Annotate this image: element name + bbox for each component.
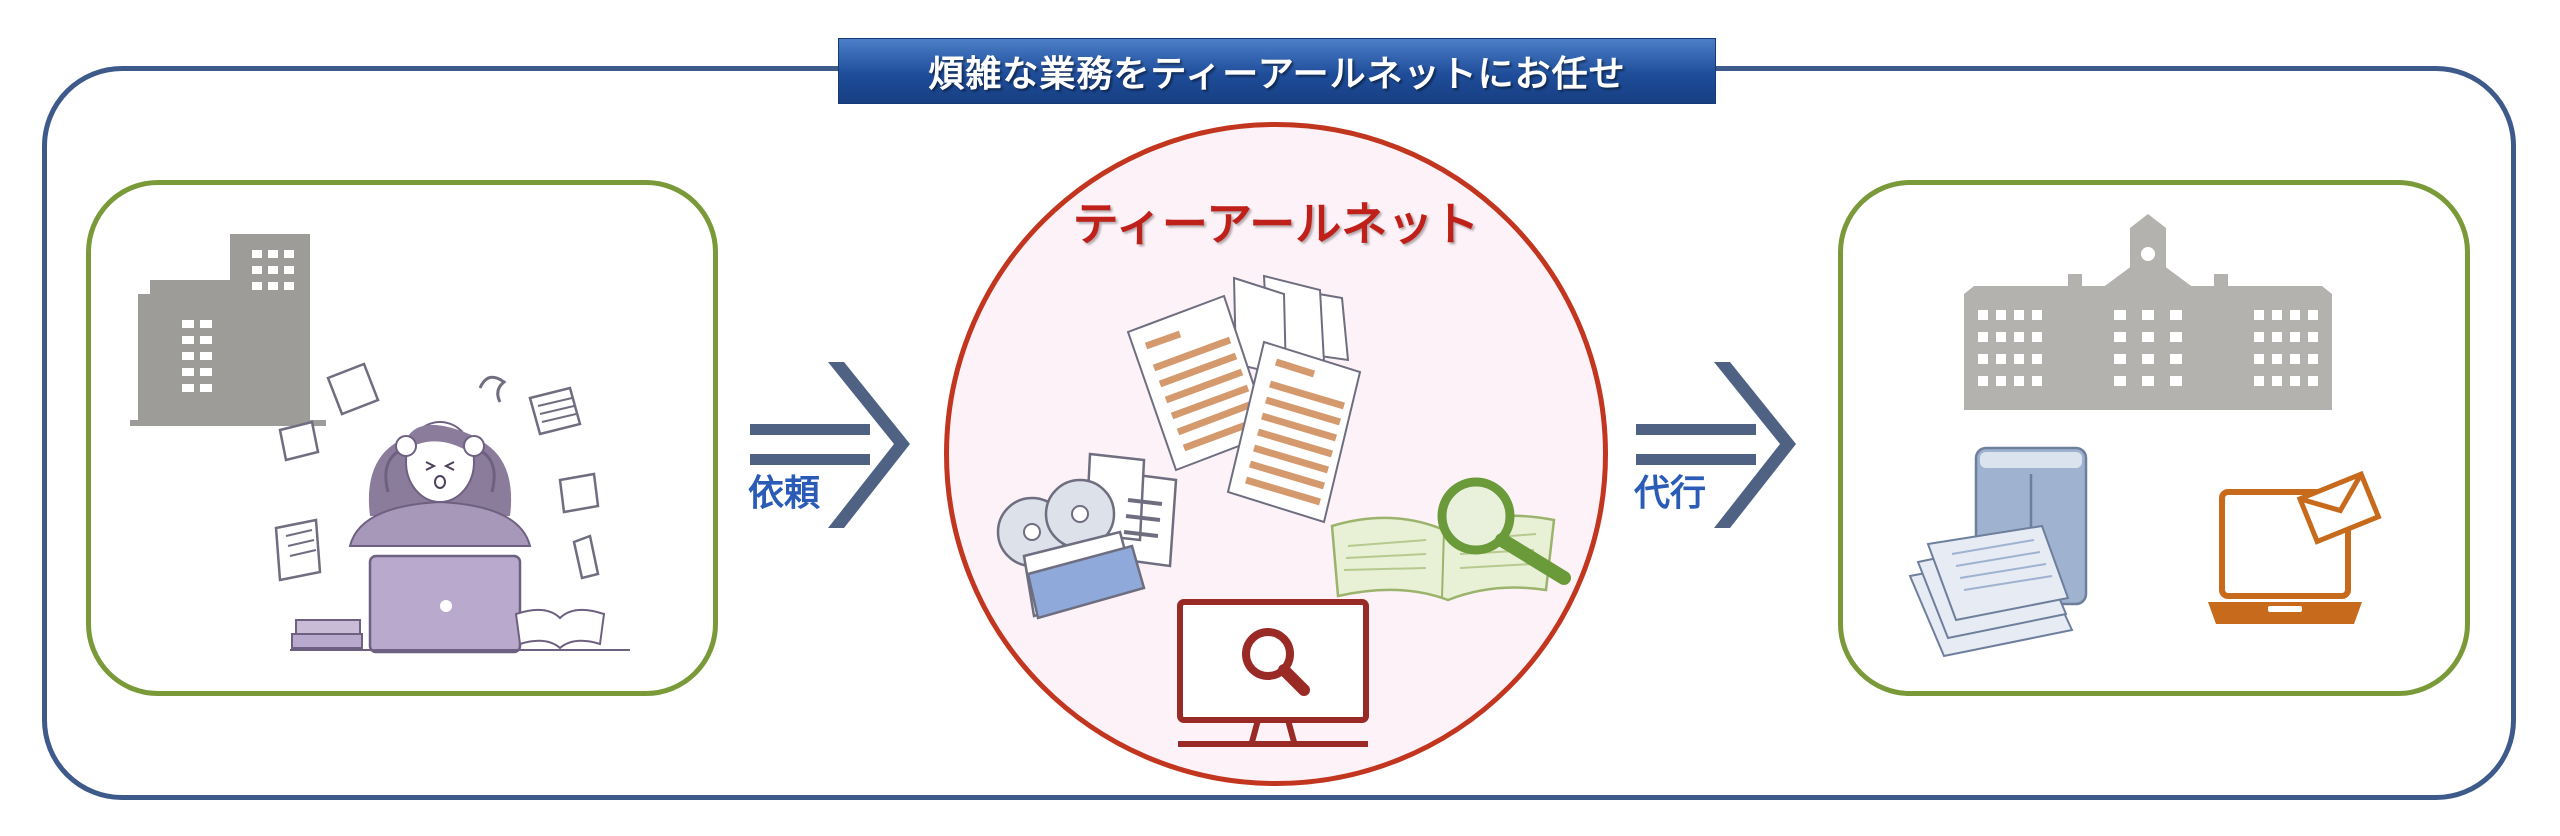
flying-papers-icon — [274, 362, 600, 582]
proxy-label: 代行 — [1634, 473, 1707, 514]
request-label: 依頼 — [748, 473, 821, 514]
service-title: ティーアールネット — [1072, 197, 1480, 251]
laptop-email-icon — [2208, 470, 2382, 624]
office-building-icon — [130, 234, 326, 426]
book-magnifier-icon — [1330, 477, 1571, 602]
request-arrow-icon — [750, 362, 910, 528]
cd-folder-icon — [996, 452, 1178, 620]
laptop-icon — [368, 554, 522, 654]
proxy-arrow-icon — [1636, 362, 1796, 528]
stressed-worker-icon — [348, 421, 532, 547]
mailbox-letters-icon — [1908, 446, 2088, 658]
monitor-search-icon — [1177, 599, 1369, 747]
university-building-icon — [1964, 214, 2332, 410]
banner-title: 煩雑な業務をティーアールネットにお任せ — [928, 54, 1626, 95]
desk-items-icon — [290, 608, 630, 651]
title-banner: 煩雑な業務をティーアールネットにお任せ — [838, 38, 1716, 104]
documents-icon — [1126, 274, 1362, 524]
